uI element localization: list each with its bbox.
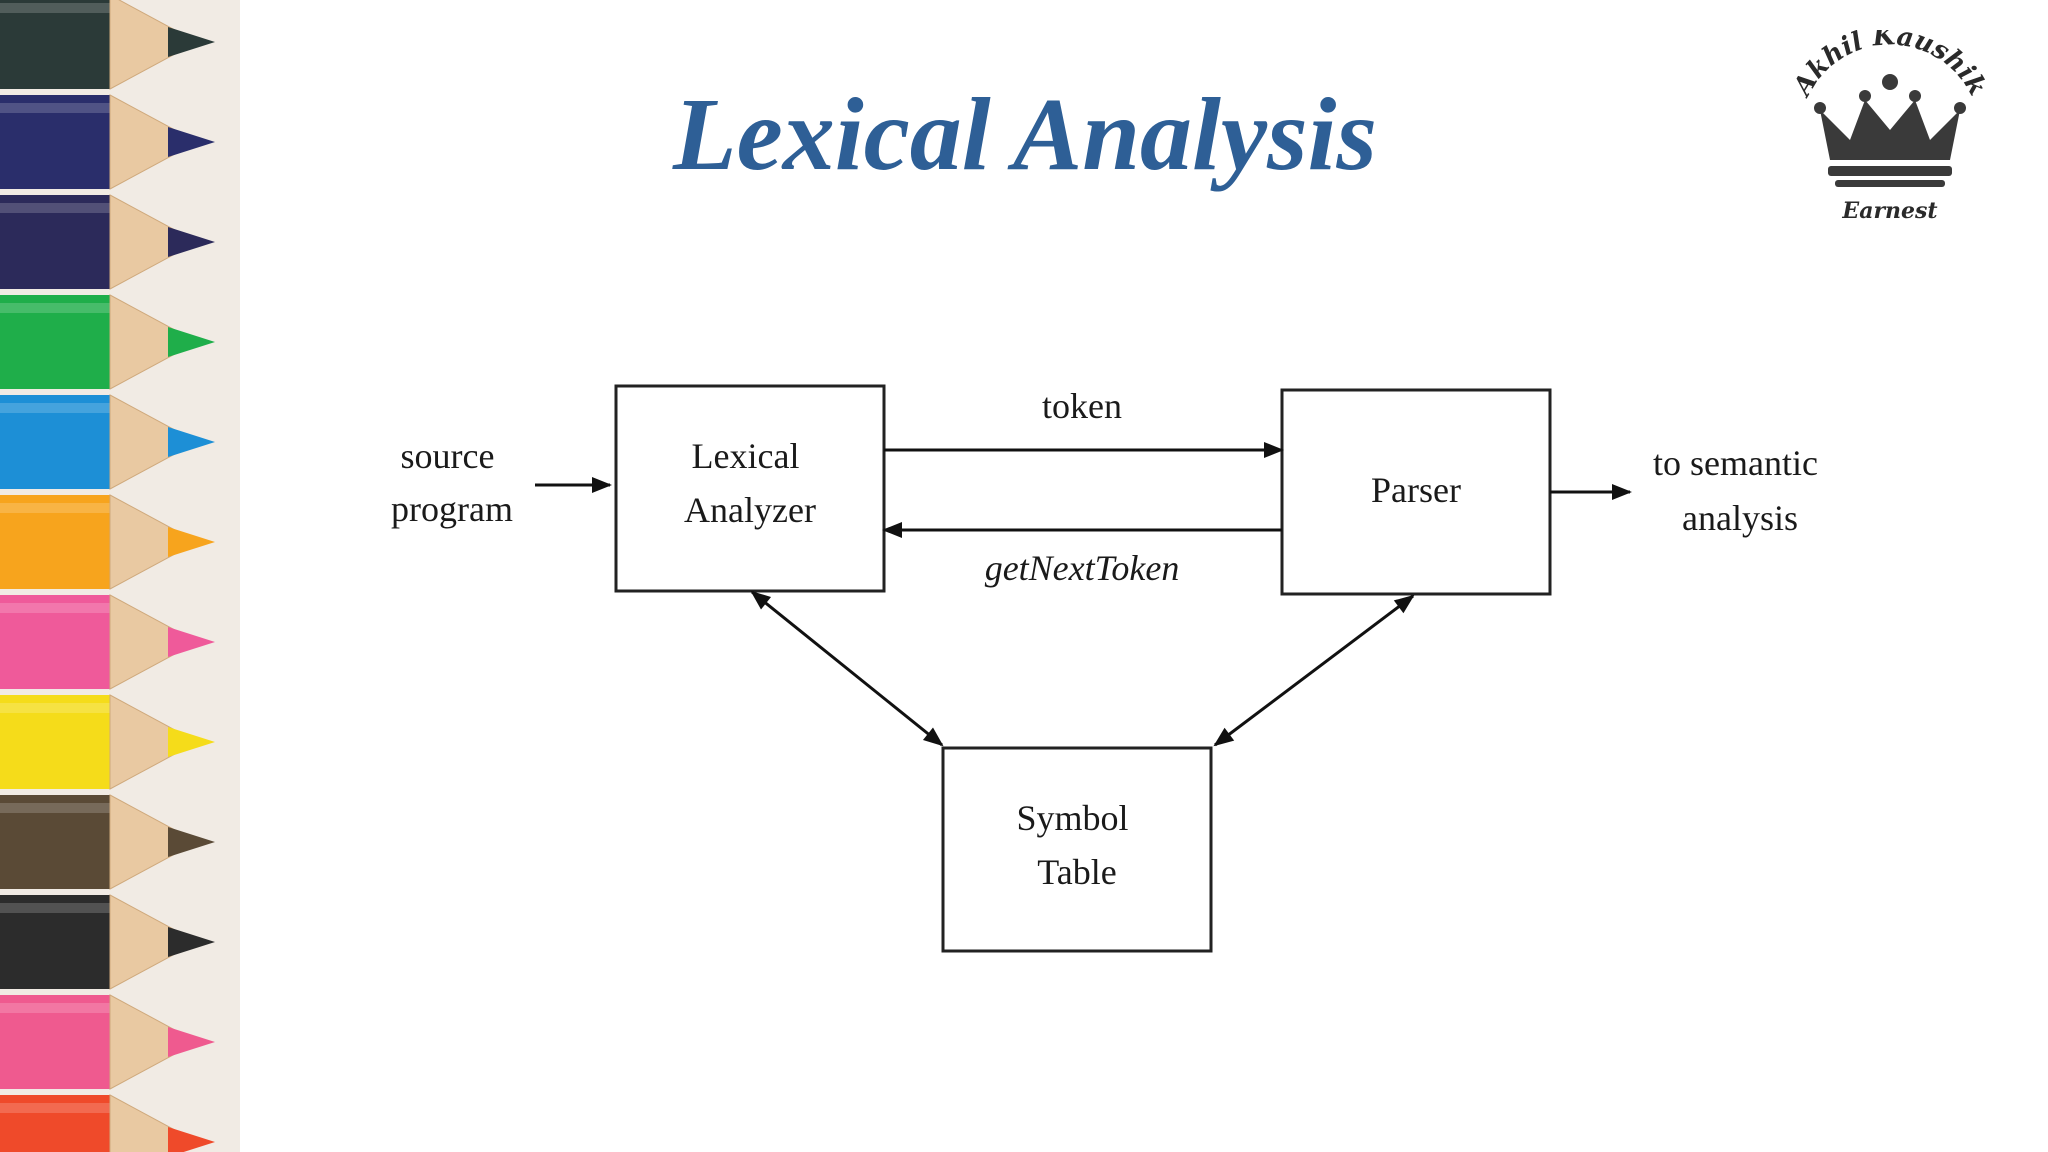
pencil xyxy=(0,694,215,790)
pencil xyxy=(0,294,215,390)
svg-text:Lexical Analyzer: Lexical Analyzer xyxy=(684,436,816,530)
pencil xyxy=(0,894,215,990)
lexer-label-line1: Lexical xyxy=(692,436,800,476)
parser-symbol-table-arrow xyxy=(1213,594,1415,747)
pencil xyxy=(0,94,215,190)
token-edge-label: token xyxy=(1042,386,1122,426)
pencil xyxy=(0,0,215,90)
symbol-table-label-line2: Table xyxy=(1037,852,1116,892)
symbol-table-box: Symbol Table xyxy=(941,746,1213,953)
akhil-kaushik-logo: Akhil Kaushik Earnest xyxy=(1786,30,1992,224)
pencil xyxy=(0,594,215,690)
lexer-symbol-table-arrow xyxy=(750,590,944,747)
pencil xyxy=(0,194,215,290)
lexical-analyzer-box: Lexical Analyzer xyxy=(614,384,886,593)
symbol-table-label-line1: Symbol xyxy=(1016,798,1128,838)
pencil xyxy=(0,994,215,1090)
lexer-label-line2: Analyzer xyxy=(684,490,816,530)
svg-text:Symbol Table: Symbol Table xyxy=(1016,798,1137,892)
pencil xyxy=(0,794,215,890)
to-semantic-analysis-label: to semantic analysis xyxy=(1653,443,1827,538)
pencil xyxy=(0,394,215,490)
source-program-label: source program xyxy=(391,436,513,529)
logo-bottom-text: Earnest xyxy=(1841,198,1937,224)
slide-title: Lexical Analysis xyxy=(673,77,1377,192)
crown-icon xyxy=(1814,74,1966,187)
parser-box: Parser xyxy=(1280,388,1552,596)
parser-label: Parser xyxy=(1371,470,1461,510)
pencil xyxy=(0,1094,215,1152)
colored-pencils-decoration xyxy=(0,0,240,1152)
pencil xyxy=(0,494,215,590)
get-next-token-edge-label: getNextToken xyxy=(985,548,1180,588)
